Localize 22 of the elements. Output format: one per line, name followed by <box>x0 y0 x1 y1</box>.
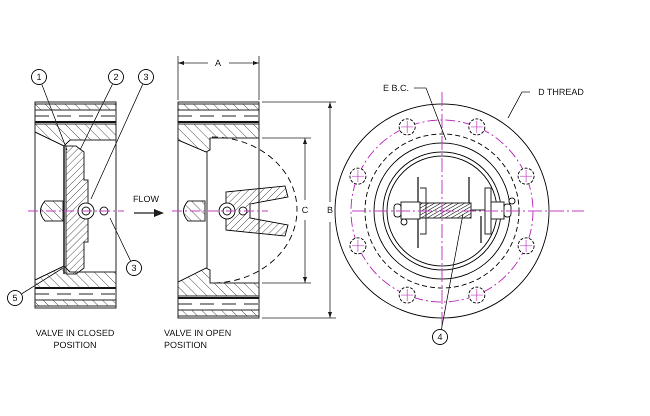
view-caption: VALVE IN CLOSED POSITION <box>34 328 116 352</box>
callout-number: 1 <box>31 69 47 85</box>
leader-line <box>441 214 464 330</box>
leader-line <box>90 84 144 200</box>
view-caption: VALVE IN OPEN POSITION <box>164 328 232 352</box>
callout-number: 2 <box>108 69 124 85</box>
dimension-label: A <box>214 58 222 70</box>
callout-number: 3 <box>126 260 142 276</box>
leader-line <box>80 84 113 150</box>
callout-number: 3 <box>138 69 154 85</box>
leader-line <box>21 268 64 294</box>
callout-number: 4 <box>432 329 448 345</box>
leader-line <box>41 84 68 150</box>
leader-line <box>110 218 131 262</box>
dimension-label: B <box>326 205 334 217</box>
leader-line <box>508 92 530 118</box>
part-label: D THREAD <box>530 86 592 98</box>
part-label: E B.C. <box>378 82 414 94</box>
flow-label: FLOW <box>132 194 160 206</box>
leader-line <box>414 88 446 140</box>
callout-number: 5 <box>7 290 23 306</box>
dimension-label: C <box>300 205 310 217</box>
